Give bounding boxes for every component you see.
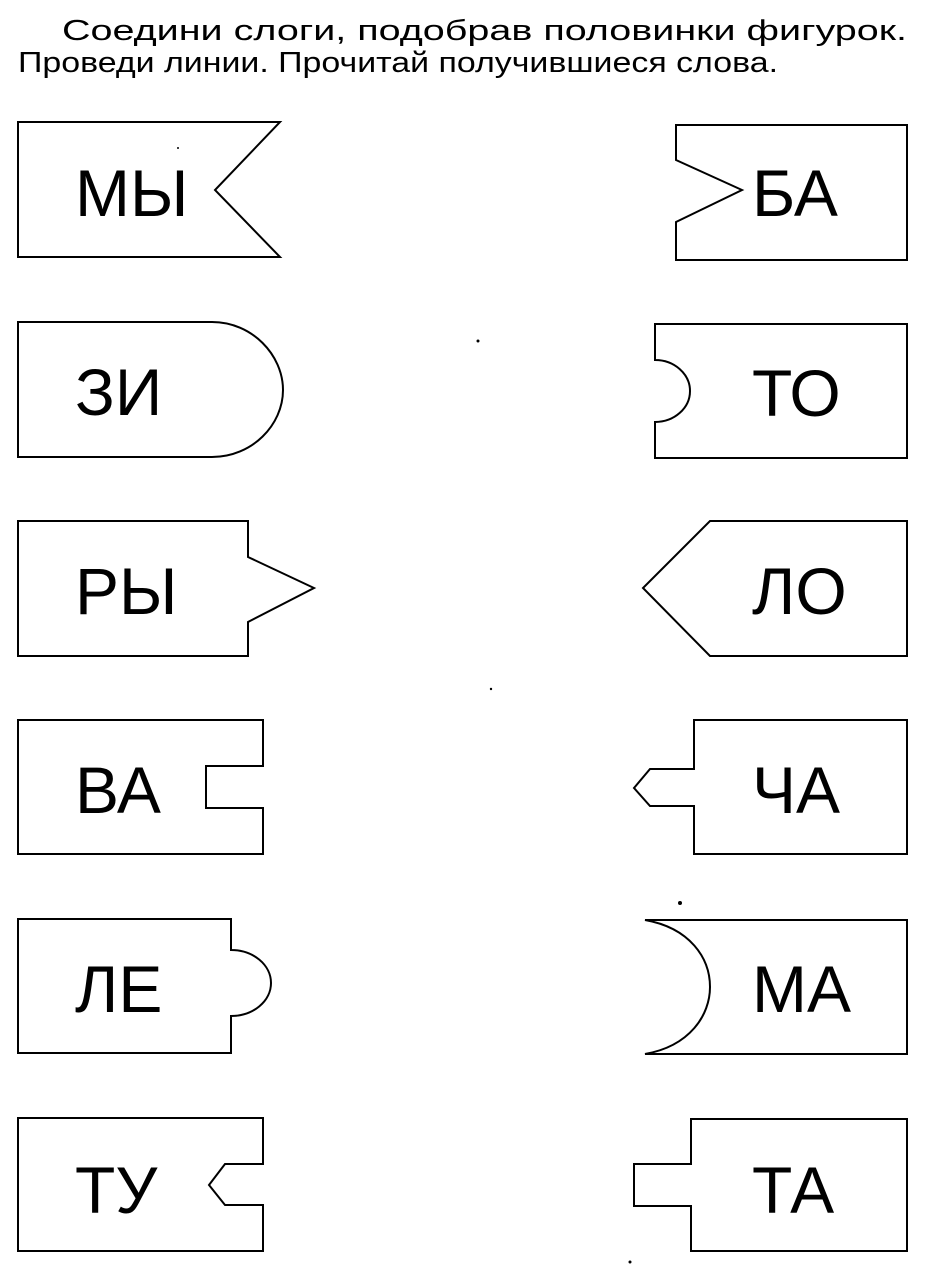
instruction-line-1: Соедини слоги, подобрав половинки фигуро… xyxy=(62,15,907,47)
print-speck xyxy=(678,901,682,905)
piece-shape-hex-notch xyxy=(17,1117,264,1252)
right-syllable-1: БА xyxy=(752,156,838,230)
left-piece-5[interactable]: ЛЕ xyxy=(17,918,272,1054)
left-syllable-6: ТУ xyxy=(75,1153,158,1227)
piece-shape-round-bump xyxy=(17,321,285,458)
piece-shape-triangle-tab xyxy=(17,520,317,657)
left-piece-1[interactable]: МЫ xyxy=(17,121,283,258)
piece-shape-arrow-left xyxy=(641,520,908,657)
right-syllable-4: ЧА xyxy=(752,753,840,827)
left-syllable-3: РЫ xyxy=(75,554,177,628)
left-piece-2[interactable]: ЗИ xyxy=(17,321,285,458)
print-speck xyxy=(489,687,493,691)
left-syllable-5: ЛЕ xyxy=(75,952,162,1026)
right-piece-1[interactable]: БА xyxy=(675,124,908,261)
right-syllable-3: ЛО xyxy=(752,554,847,628)
right-piece-6[interactable]: ТА xyxy=(633,1118,908,1252)
left-syllable-1: МЫ xyxy=(75,156,188,230)
piece-shape-square-tab-left xyxy=(633,1118,908,1252)
instruction-line-2: Проведи линии. Прочитай получившиеся сло… xyxy=(18,47,778,79)
right-syllable-2: ТО xyxy=(752,356,841,430)
left-piece-4[interactable]: ВА xyxy=(17,719,264,855)
left-piece-6[interactable]: ТУ xyxy=(17,1117,264,1252)
right-syllable-5: МА xyxy=(752,952,851,1026)
right-piece-2[interactable]: ТО xyxy=(654,323,908,459)
piece-shape-square-notch xyxy=(17,719,264,855)
print-speck xyxy=(177,147,179,149)
right-piece-5[interactable]: МА xyxy=(644,919,908,1055)
piece-shape-small-round-bump xyxy=(17,918,272,1054)
print-speck xyxy=(476,339,480,343)
left-syllable-4: ВА xyxy=(75,753,161,827)
right-piece-4[interactable]: ЧА xyxy=(632,719,908,855)
piece-shape-v-notch xyxy=(17,121,283,258)
left-piece-3[interactable]: РЫ xyxy=(17,520,317,657)
print-speck xyxy=(628,1260,632,1264)
left-syllable-2: ЗИ xyxy=(75,355,162,429)
piece-shape-round-notch xyxy=(654,323,908,459)
right-piece-3[interactable]: ЛО xyxy=(641,520,908,657)
right-syllable-6: ТА xyxy=(752,1153,834,1227)
piece-shape-hex-tab-left xyxy=(632,719,908,855)
piece-shape-crescent-left xyxy=(644,919,908,1055)
piece-shape-v-tab-left xyxy=(675,124,908,261)
